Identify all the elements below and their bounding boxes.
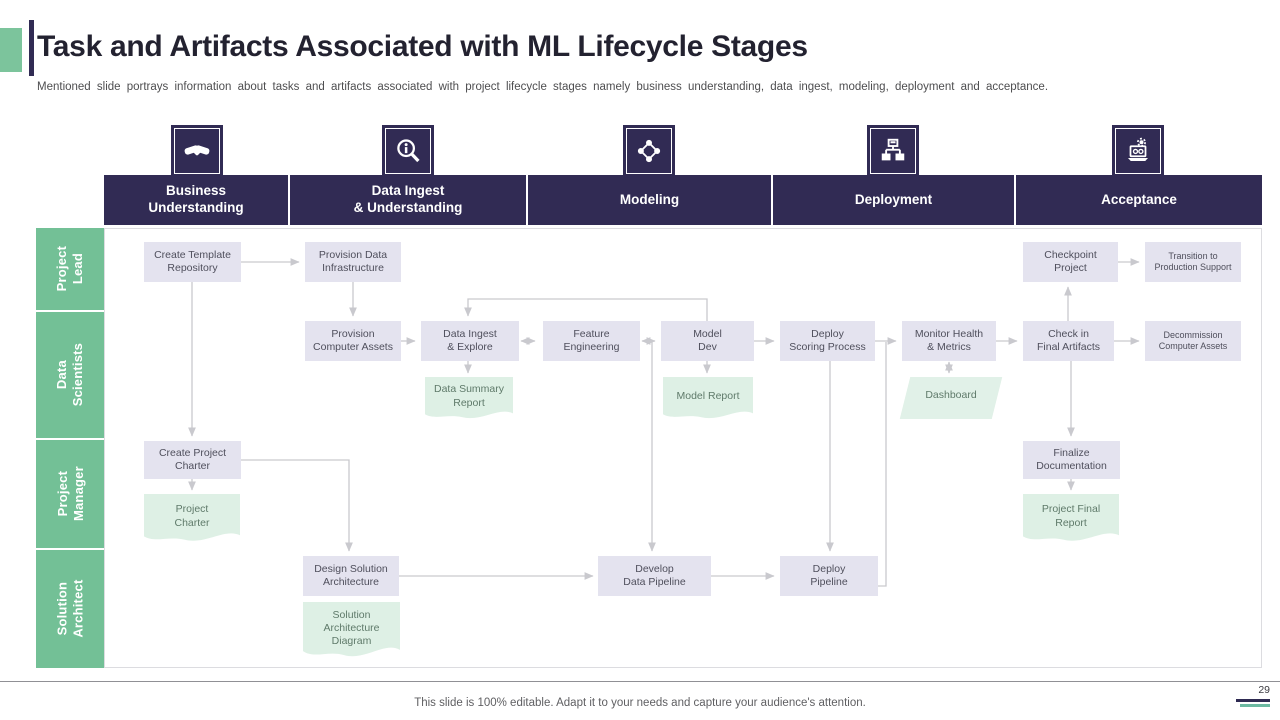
stage-data-ingest-understanding: Data Ingest & Understanding <box>290 175 526 225</box>
artifact-model-report: Model Report <box>663 377 753 421</box>
role-solution-architect: Solution Architect <box>36 550 104 668</box>
task-create-project-charter: Create Project Charter <box>144 441 241 479</box>
role-project-lead: Project Lead <box>36 228 104 310</box>
stage-acceptance: Acceptance <box>1016 175 1262 225</box>
network-nodes-icon <box>623 125 675 177</box>
task-transition-to-production-support: Transition to Production Support <box>1145 242 1241 282</box>
task-deploy-scoring-process: Deploy Scoring Process <box>780 321 875 361</box>
artifact-project-charter: Project Charter <box>144 494 240 544</box>
page-number: 29 <box>1258 684 1270 696</box>
connector-layer <box>188 258 1140 587</box>
page-title: Task and Artifacts Associated with ML Li… <box>37 30 808 63</box>
task-design-solution-architecture: Design Solution Architecture <box>303 556 399 596</box>
role-project-manager: Project Manager <box>36 440 104 548</box>
task-deploy-pipeline: Deploy Pipeline <box>780 556 878 596</box>
page-number-bar-green <box>1240 704 1270 707</box>
task-create-template-repository: Create Template Repository <box>144 242 241 282</box>
task-finalize-documentation: Finalize Documentation <box>1023 441 1120 479</box>
task-model-dev: Model Dev <box>661 321 754 361</box>
stage-modeling: Modeling <box>528 175 771 225</box>
footer-divider <box>0 681 1280 682</box>
stage-business-understanding: Business Understanding <box>104 175 288 225</box>
task-data-ingest-explore: Data Ingest & Explore <box>421 321 519 361</box>
task-decommission-computer-assets: Decommission Computer Assets <box>1145 321 1241 361</box>
artifact-project-final-report: Project Final Report <box>1023 494 1119 544</box>
artifact-solution-architecture-diagram: Solution Architecture Diagram <box>303 602 400 660</box>
hierarchy-icon <box>867 125 919 177</box>
stage-header-band: Business Understanding Data Ingest & Und… <box>104 175 1262 225</box>
title-accent-green <box>0 28 22 72</box>
task-checkpoint-project: Checkpoint Project <box>1023 242 1118 282</box>
laptop-gear-icon <box>1112 125 1164 177</box>
artifact-data-summary-report: Data Summary Report <box>425 377 513 421</box>
search-info-icon <box>382 125 434 177</box>
task-provision-data-infrastructure: Provision Data Infrastructure <box>305 242 401 282</box>
task-check-in-final-artifacts: Check in Final Artifacts <box>1023 321 1114 361</box>
task-provision-computer-assets: Provision Computer Assets <box>305 321 401 361</box>
page-number-bar-navy <box>1236 699 1270 702</box>
title-accent-navy <box>29 20 34 76</box>
handshake-icon <box>171 125 223 177</box>
stage-deployment: Deployment <box>773 175 1014 225</box>
flow-diagram: Create Template Repository Provision Dat… <box>104 228 1262 668</box>
page-subtitle: Mentioned slide portrays information abo… <box>37 81 1049 93</box>
task-monitor-health-metrics: Monitor Health & Metrics <box>902 321 996 361</box>
task-feature-engineering: Feature Engineering <box>543 321 640 361</box>
task-develop-data-pipeline: Develop Data Pipeline <box>598 556 711 596</box>
role-data-scientists: Data Scientists <box>36 312 104 438</box>
footer-note: This slide is 100% editable. Adapt it to… <box>414 697 866 709</box>
artifact-dashboard: Dashboard <box>899 377 1003 419</box>
